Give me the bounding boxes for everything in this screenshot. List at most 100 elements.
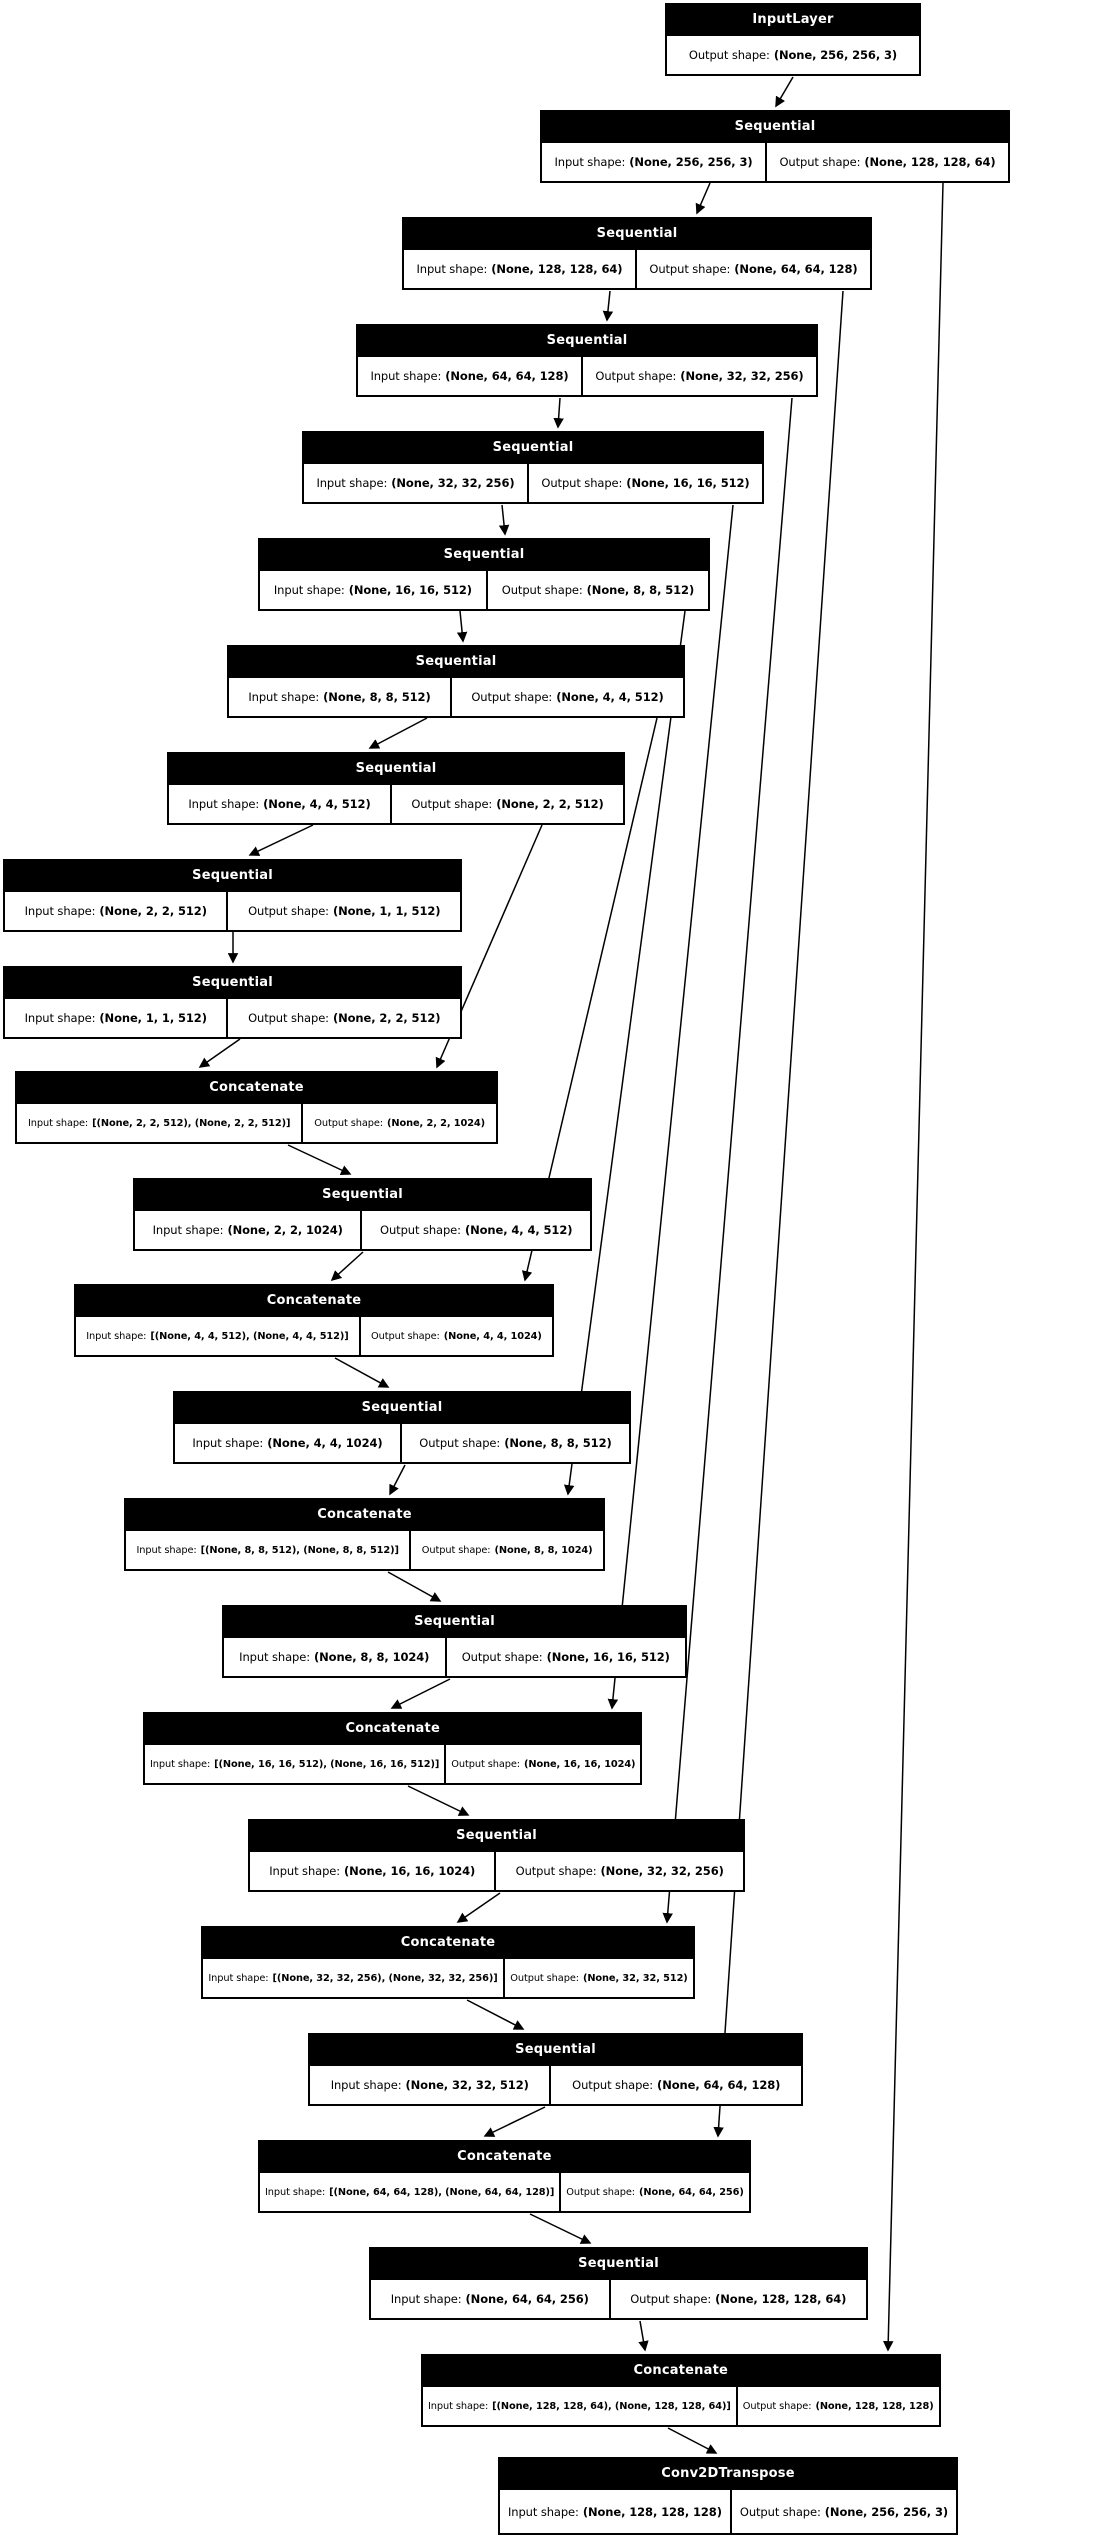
layer-title: Conv2DTranspose xyxy=(661,2466,795,2481)
edge xyxy=(248,824,314,856)
node-sequential-2: Sequential Input shape:(None, 128, 128, … xyxy=(402,217,872,290)
layer-title: Concatenate xyxy=(317,1507,412,1522)
edge xyxy=(287,1144,352,1175)
edge xyxy=(695,182,711,215)
input-shape-cell: Input shape:(None, 4, 4, 1024) xyxy=(175,1424,400,1462)
node-conv2d-transpose: Conv2DTranspose Input shape:(None, 128, … xyxy=(498,2457,959,2535)
node-concatenate-2: Concatenate Input shape:[(None, 4, 4, 51… xyxy=(74,1284,554,1357)
edge xyxy=(387,1571,442,1602)
output-shape-cell: Output shape:(None, 2, 2, 512) xyxy=(391,785,624,823)
edge xyxy=(330,1251,364,1282)
output-shape-cell: Output shape:(None, 4, 4, 512) xyxy=(362,1211,591,1249)
layer-title: Sequential xyxy=(443,547,525,562)
layer-title: Concatenate xyxy=(400,1935,496,1950)
input-shape-cell: Input shape:[(None, 32, 32, 256), (None,… xyxy=(203,1959,503,1997)
edge xyxy=(407,1785,470,1816)
node-sequential-13: Sequential Input shape:(None, 16, 16, 10… xyxy=(248,1819,745,1892)
edge-skip xyxy=(882,182,944,2352)
output-shape-cell: Output shape:(None, 2, 2, 1024) xyxy=(303,1104,496,1142)
node-sequential-8: Sequential Input shape:(None, 2, 2, 512)… xyxy=(3,859,462,932)
output-shape-cell: Output shape:(None, 128, 128, 64) xyxy=(610,2280,866,2318)
output-shape-cell: Output shape:(None, 32, 32, 512) xyxy=(504,1959,693,1997)
node-concatenate-4: Concatenate Input shape:[(None, 16, 16, … xyxy=(143,1712,643,1785)
output-shape-cell: Output shape:(None, 4, 4, 512) xyxy=(451,678,684,716)
input-shape-cell: Input shape:[(None, 16, 16, 512), (None,… xyxy=(145,1745,445,1783)
layer-title: Sequential xyxy=(492,440,574,455)
layer-title: Sequential xyxy=(192,975,273,990)
layer-title: Concatenate xyxy=(633,2363,729,2378)
edge xyxy=(602,290,614,322)
output-shape-cell: Output shape:(None, 8, 8, 512) xyxy=(487,571,709,609)
layer-title: InputLayer xyxy=(752,12,834,27)
layer-title: Sequential xyxy=(192,868,273,883)
layer-title: Sequential xyxy=(456,1828,537,1843)
output-shape-cell: Output shape:(None, 32, 32, 256) xyxy=(496,1852,743,1890)
input-shape-cell: Input shape:(None, 32, 32, 512) xyxy=(310,2066,550,2104)
node-concatenate-5: Concatenate Input shape:[(None, 32, 32, … xyxy=(201,1926,695,1999)
layer-title: Sequential xyxy=(322,1187,403,1202)
node-sequential-12: Sequential Input shape:(None, 8, 8, 1024… xyxy=(222,1605,687,1678)
edge xyxy=(389,1464,406,1496)
output-shape-cell: Output shape:(None, 2, 2, 512) xyxy=(228,999,461,1037)
node-input-layer: InputLayer Output shape:(None, 256, 256,… xyxy=(665,3,921,76)
node-sequential-6: Sequential Input shape:(None, 8, 8, 512)… xyxy=(227,645,685,718)
input-shape-cell: Input shape:(None, 4, 4, 512) xyxy=(169,785,390,823)
input-shape-cell: Input shape:(None, 64, 64, 256) xyxy=(371,2280,609,2318)
node-sequential-10: Sequential Input shape:(None, 2, 2, 1024… xyxy=(133,1178,592,1251)
edge xyxy=(456,610,468,643)
layer-title: Concatenate xyxy=(209,1080,304,1095)
node-concatenate-1: Concatenate Input shape:[(None, 2, 2, 51… xyxy=(15,1071,498,1144)
layer-title: Concatenate xyxy=(345,1721,440,1736)
output-shape-cell: Output shape:(None, 128, 128, 128) xyxy=(737,2387,939,2425)
edge xyxy=(483,2106,546,2137)
output-shape-cell: Output shape:(None, 64, 64, 128) xyxy=(636,250,870,288)
output-shape-cell: Output shape:(None, 64, 64, 128) xyxy=(551,2066,802,2104)
node-sequential-9: Sequential Input shape:(None, 1, 1, 512)… xyxy=(3,966,462,1039)
output-shape-cell: Output shape:(None, 16, 16, 512) xyxy=(446,1638,686,1676)
layer-title: Sequential xyxy=(515,2042,596,2057)
edge xyxy=(466,1999,525,2030)
output-shape-cell: Output shape:(None, 128, 128, 64) xyxy=(767,143,1008,181)
input-shape-cell: Input shape:(None, 64, 64, 128) xyxy=(358,357,581,395)
node-sequential-14: Sequential Input shape:(None, 32, 32, 51… xyxy=(308,2033,803,2106)
node-concatenate-7: Concatenate Input shape:[(None, 128, 128… xyxy=(421,2354,941,2427)
layer-title: Sequential xyxy=(596,226,678,241)
layer-title: Concatenate xyxy=(266,1293,362,1308)
input-shape-cell: Input shape:(None, 2, 2, 1024) xyxy=(135,1211,361,1249)
layer-title: Sequential xyxy=(415,654,497,669)
input-shape-cell: Input shape:[(None, 4, 4, 512), (None, 4… xyxy=(76,1317,359,1355)
output-shape-cell: Output shape:(None, 8, 8, 512) xyxy=(401,1424,630,1462)
layer-title: Sequential xyxy=(414,1614,495,1629)
node-sequential-11: Sequential Input shape:(None, 4, 4, 1024… xyxy=(173,1391,631,1464)
edge xyxy=(667,2427,718,2454)
layer-title: Sequential xyxy=(546,333,628,348)
edge xyxy=(390,1678,451,1709)
node-sequential-1: Sequential Input shape:(None, 256, 256, … xyxy=(540,110,1010,183)
edge xyxy=(553,397,564,429)
edge-skip xyxy=(563,610,686,1496)
edge xyxy=(775,76,794,108)
input-shape-cell: Input shape:(None, 16, 16, 512) xyxy=(260,571,486,609)
input-shape-cell: Input shape:(None, 8, 8, 1024) xyxy=(224,1638,445,1676)
edge xyxy=(334,1357,390,1388)
output-shape-cell: Output shape:(None, 16, 16, 1024) xyxy=(446,1745,641,1783)
edge xyxy=(638,2320,649,2352)
input-shape-cell: Input shape:(None, 2, 2, 512) xyxy=(5,892,227,930)
edge xyxy=(498,504,510,536)
input-shape-cell: Input shape:[(None, 128, 128, 64), (None… xyxy=(423,2387,736,2425)
layer-title: Sequential xyxy=(578,2256,659,2271)
edge xyxy=(529,2213,592,2244)
edge-skip xyxy=(607,504,734,1710)
output-shape-cell: Output shape:(None, 32, 32, 256) xyxy=(582,357,817,395)
edge-skip xyxy=(662,397,793,1924)
input-shape-cell: Input shape:(None, 32, 32, 256) xyxy=(304,464,527,502)
layer-title: Sequential xyxy=(361,1400,443,1415)
input-shape-cell: Input shape:(None, 256, 256, 3) xyxy=(542,143,766,181)
node-sequential-3: Sequential Input shape:(None, 64, 64, 12… xyxy=(356,324,818,397)
node-concatenate-3: Concatenate Input shape:[(None, 8, 8, 51… xyxy=(124,1498,605,1571)
input-shape-cell: Input shape:(None, 8, 8, 512) xyxy=(229,678,450,716)
input-shape-cell: Input shape:[(None, 2, 2, 512), (None, 2… xyxy=(17,1104,302,1142)
layer-title: Sequential xyxy=(355,761,437,776)
input-shape-cell: Input shape:[(None, 64, 64, 128), (None,… xyxy=(260,2173,560,2211)
output-shape-cell: Output shape:(None, 256, 256, 3) xyxy=(667,36,919,74)
